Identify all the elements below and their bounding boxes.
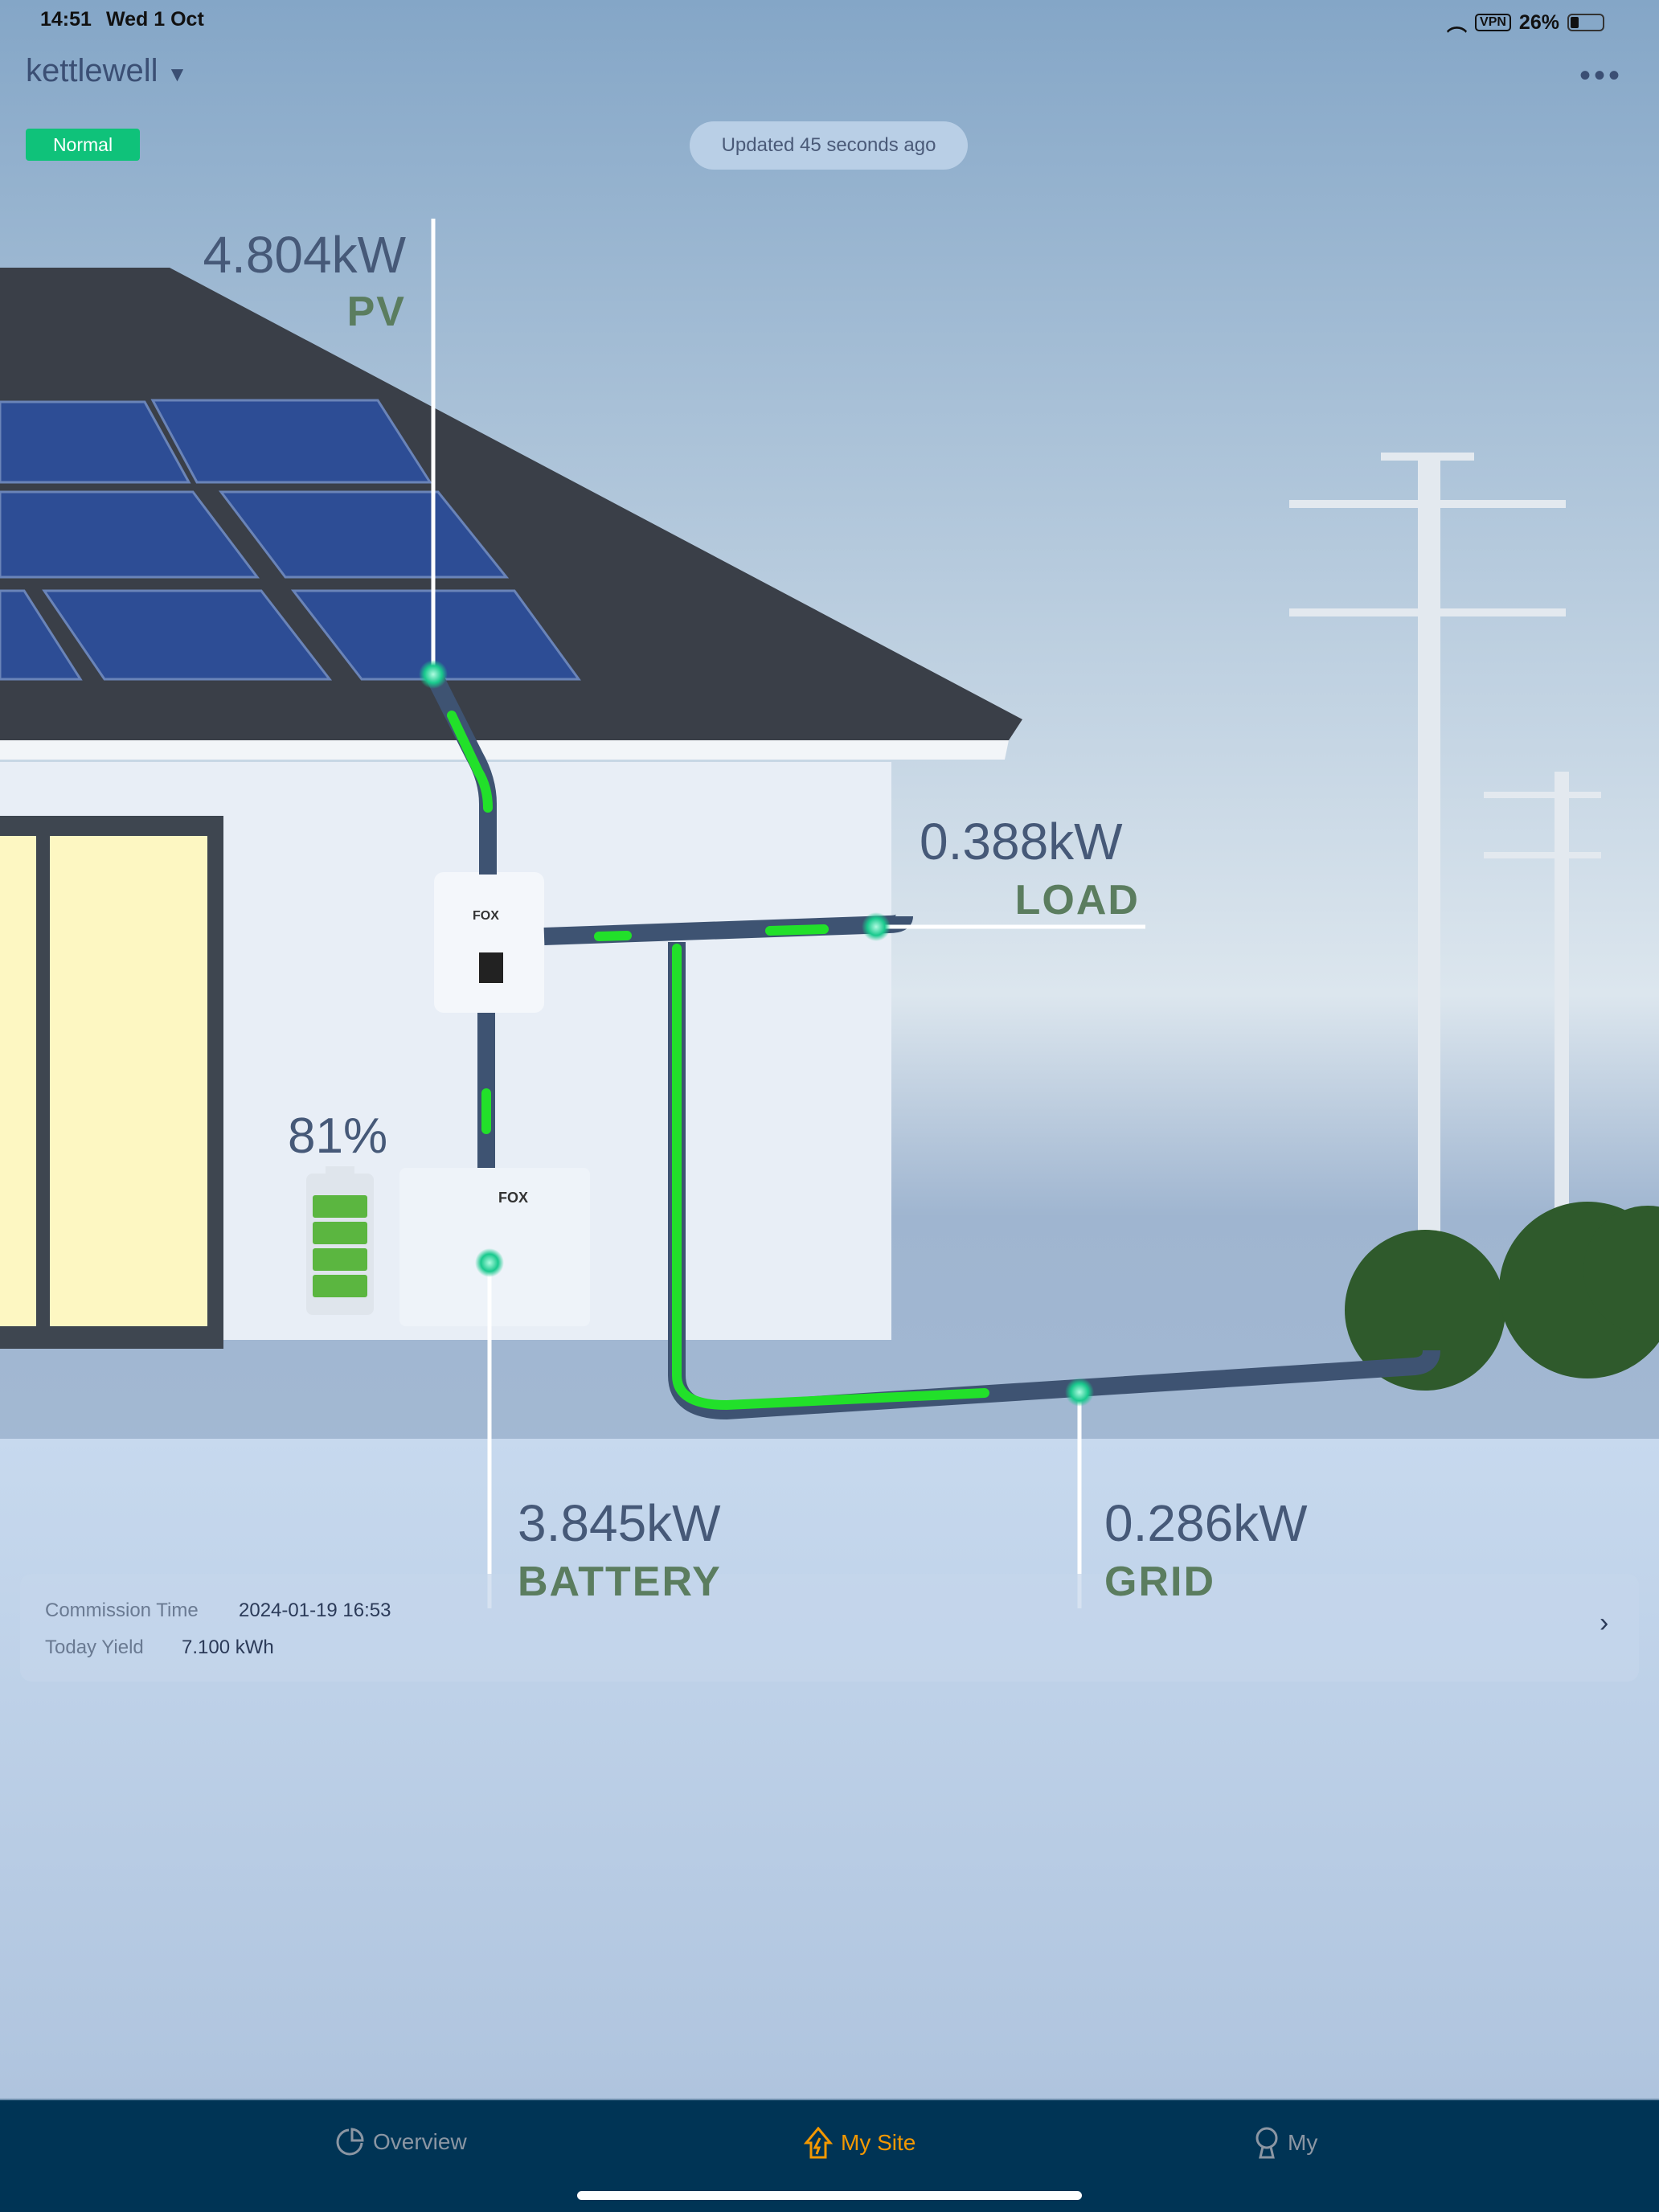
yield-value: 7.100 kWh xyxy=(182,1636,274,1658)
status-time: 14:51 xyxy=(40,8,92,31)
bushes xyxy=(1345,1202,1659,1391)
battery-icon xyxy=(1567,14,1604,31)
battery-soc: 81% xyxy=(288,1108,388,1164)
status-icons: ︵ VPN 26% xyxy=(1447,8,1604,37)
person-icon xyxy=(1256,2127,1278,2159)
grid-value: 0.286kW xyxy=(1104,1494,1308,1552)
inverter-brand: FOX xyxy=(473,909,499,923)
pv-value: 4.804kW xyxy=(203,226,406,284)
battery-soc-gauge xyxy=(306,1166,374,1315)
tab-my-site-label: My Site xyxy=(841,2130,916,2155)
vpn-badge: VPN xyxy=(1475,14,1511,31)
house-bolt-icon xyxy=(804,2127,833,2159)
wifi-icon: ︵ xyxy=(1447,13,1468,35)
battery-unit xyxy=(399,1168,590,1326)
commission-label: Commission Time xyxy=(45,1600,199,1621)
home-indicator xyxy=(577,2191,1082,2200)
site-info-card[interactable]: Commission Time 2024-01-19 16:53 Today Y… xyxy=(20,1574,1639,1682)
tab-overview-label: Overview xyxy=(373,2129,467,2154)
chevron-right-icon: › xyxy=(1600,1608,1609,1638)
more-menu-icon[interactable]: ••• xyxy=(1579,58,1624,93)
load-value: 0.388kW xyxy=(920,813,1123,870)
pie-chart-icon xyxy=(336,2128,364,2156)
updated-pill: Updated 45 seconds ago xyxy=(690,121,968,170)
status-badge: Normal xyxy=(26,129,140,161)
battery-percent: 26% xyxy=(1518,10,1559,34)
flow-animation xyxy=(447,711,989,1411)
tab-my-label: My xyxy=(1288,2130,1318,2155)
grid-label: GRID xyxy=(1104,1559,1215,1605)
inverter xyxy=(434,872,544,1013)
battery-value: 3.845kW xyxy=(518,1494,721,1552)
tab-overview[interactable]: Overview xyxy=(336,2127,467,2157)
site-selector[interactable]: kettlewell ▼ xyxy=(26,53,187,89)
flow-nodes xyxy=(419,660,1094,1407)
caret-down-icon: ▼ xyxy=(166,62,188,86)
site-name: kettlewell xyxy=(26,53,158,88)
tab-my-site[interactable]: My Site xyxy=(804,2127,916,2159)
battery-brand: FOX xyxy=(498,1190,528,1206)
power-poles xyxy=(1289,453,1601,1270)
commission-value: 2024-01-19 16:53 xyxy=(239,1600,391,1621)
pv-label: PV xyxy=(346,289,406,335)
status-date: Wed 1 Oct xyxy=(106,8,204,31)
tab-my[interactable]: My xyxy=(1254,2127,1317,2159)
battery-label: BATTERY xyxy=(518,1559,722,1605)
leader-lines xyxy=(431,219,1145,1608)
yield-label: Today Yield xyxy=(45,1636,144,1658)
load-label: LOAD xyxy=(1014,877,1140,924)
